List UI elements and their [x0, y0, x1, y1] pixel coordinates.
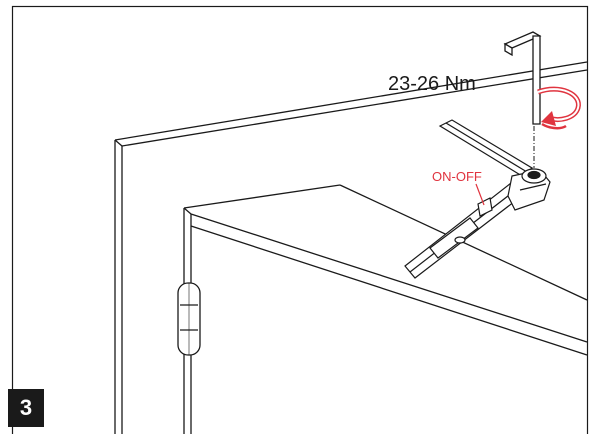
door-leaf: [183, 184, 588, 434]
torque-label: 23-26 Nm: [388, 73, 476, 95]
hinge: [177, 282, 201, 356]
step-number: 3: [19, 395, 33, 420]
closer-arm: [404, 119, 551, 279]
door-frame-panel: [114, 61, 588, 434]
switch-label: ON-OFF: [432, 169, 482, 184]
frame-border: [11, 5, 589, 434]
switch-leader-line: [475, 183, 485, 206]
hex-key-icon: [503, 31, 542, 125]
curved-arrow-clockwise-icon: [537, 86, 581, 130]
step-number-badge: 3: [8, 389, 44, 427]
